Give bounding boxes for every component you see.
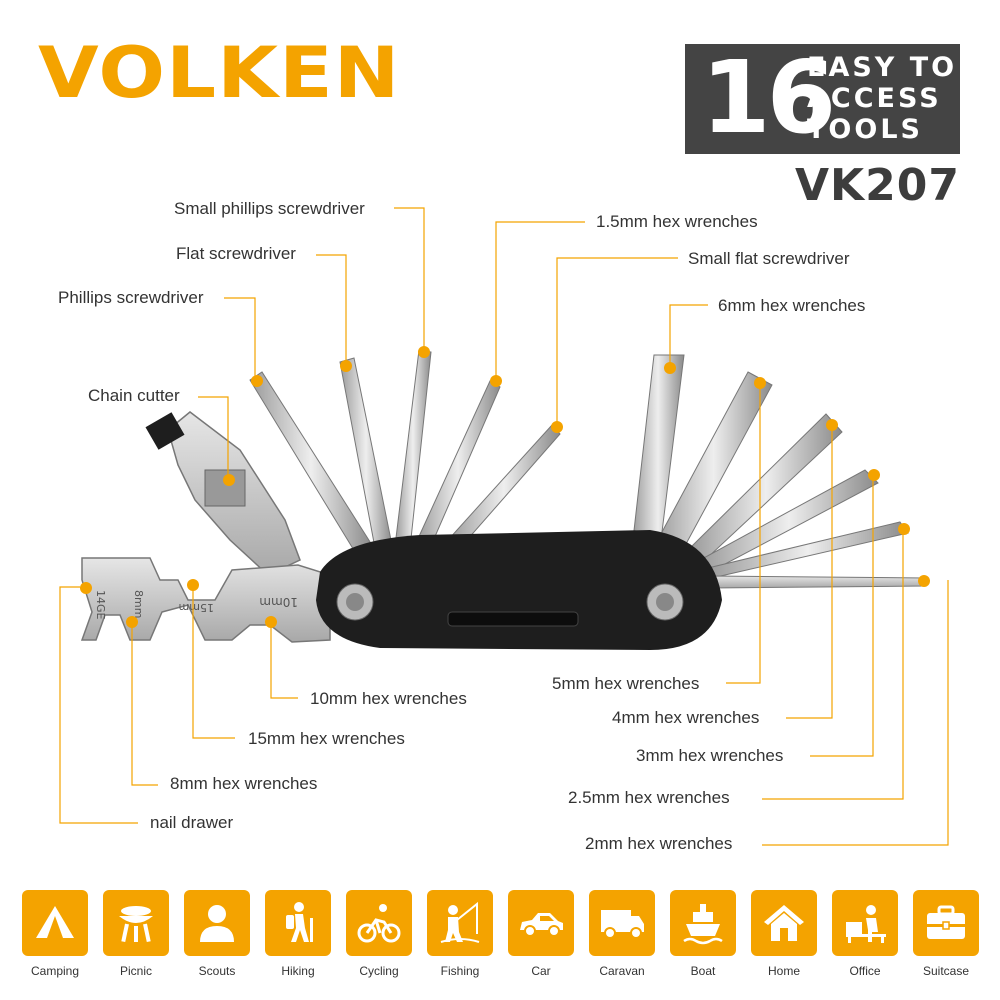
callout-lines <box>59 207 949 846</box>
tile-label: Cycling <box>359 964 399 978</box>
ship-icon <box>683 904 723 945</box>
tile-fishing: Fishing <box>427 890 493 978</box>
tile-label: Suitcase <box>922 964 970 978</box>
tile-label: Caravan <box>599 964 645 978</box>
briefcase-icon <box>927 905 965 939</box>
person-icon <box>200 905 234 942</box>
tile-picnic: Picnic <box>103 890 169 978</box>
label-phillips-screwdriver: Phillips screwdriver <box>58 288 204 307</box>
badge-line-1: EASY TO <box>807 52 958 83</box>
label-small-phillips-screwdriver: Small phillips screwdriver <box>174 199 365 218</box>
car-icon <box>520 913 563 937</box>
tile-caravan: Caravan <box>589 890 655 978</box>
engraving-8mm: 8mm <box>132 590 145 618</box>
badge-text: EASY TO ACCESS TOOLS <box>807 52 957 145</box>
label-nail-drawer: nail drawer <box>150 813 234 832</box>
badge-line-3: TOOLS <box>807 114 923 145</box>
engraving-15mm: 15mm <box>179 601 214 614</box>
cyclist-icon <box>357 904 401 943</box>
label-2mm-hex: 2mm hex wrenches <box>585 834 733 853</box>
tile-label: Office <box>849 964 881 978</box>
badge-number: 16 <box>701 39 836 156</box>
tile-scouts: Scouts <box>184 890 250 978</box>
label-small-flat-screwdriver: Small flat screwdriver <box>688 249 850 268</box>
tile-label: Home <box>767 964 800 978</box>
label-8mm-hex: 8mm hex wrenches <box>170 774 318 793</box>
tent-icon <box>36 906 74 938</box>
label-5mm-hex: 5mm hex wrenches <box>552 674 700 693</box>
label-6mm-hex: 6mm hex wrenches <box>718 296 866 315</box>
label-flat-screwdriver: Flat screwdriver <box>176 244 296 263</box>
hiker-icon <box>286 902 313 942</box>
tile-label: Picnic <box>119 964 152 978</box>
tile-cycling: Cycling <box>346 890 412 978</box>
label-1-5mm-hex: 1.5mm hex wrenches <box>596 212 758 231</box>
desk-icon <box>846 905 886 943</box>
house-icon <box>764 905 804 941</box>
brand-logo: VOLKEN <box>38 32 401 114</box>
tile-label: Car <box>531 964 551 978</box>
label-2-5mm-hex: 2.5mm hex wrenches <box>568 788 730 807</box>
engraving-10mm: 10mm <box>259 595 298 609</box>
tile-hiking: Hiking <box>265 890 331 978</box>
model-number: VK207 <box>795 160 960 211</box>
tile-boat: Boat <box>670 890 736 978</box>
chain-cutter-tool <box>145 411 301 576</box>
tile-car: Car <box>508 890 574 978</box>
screwdriver-blades <box>249 349 561 553</box>
multitool-illustration: 14GE 8mm 15mm 10mm <box>59 207 949 846</box>
tile-label: Scouts <box>198 964 236 978</box>
usage-icons-row: Camping Picnic Scouts Hiking Cycling Fis… <box>22 890 982 990</box>
tile-camping: Camping <box>22 890 88 978</box>
label-15mm-hex: 15mm hex wrenches <box>248 729 405 748</box>
tool-body <box>316 530 722 650</box>
tile-label: Boat <box>690 964 716 978</box>
tile-home: Home <box>751 890 817 978</box>
van-icon <box>601 910 644 939</box>
label-3mm-hex: 3mm hex wrenches <box>636 746 784 765</box>
label-10mm-hex: 10mm hex wrenches <box>310 689 467 708</box>
grill-icon <box>119 906 153 943</box>
tile-label: Hiking <box>281 964 315 978</box>
tile-office: Office <box>832 890 898 978</box>
tile-label: Fishing <box>440 964 480 978</box>
label-4mm-hex: 4mm hex wrenches <box>612 708 760 727</box>
tile-suitcase: Suitcase <box>913 890 979 978</box>
engraving-14ge: 14GE <box>94 590 107 620</box>
fisher-icon <box>440 901 480 943</box>
callout-dots <box>80 346 930 628</box>
badge-line-2: ACCESS <box>807 83 942 114</box>
tools-count-badge: 16 EASY TO ACCESS TOOLS <box>685 39 960 156</box>
tile-label: Camping <box>30 964 80 978</box>
label-chain-cutter: Chain cutter <box>88 386 180 405</box>
